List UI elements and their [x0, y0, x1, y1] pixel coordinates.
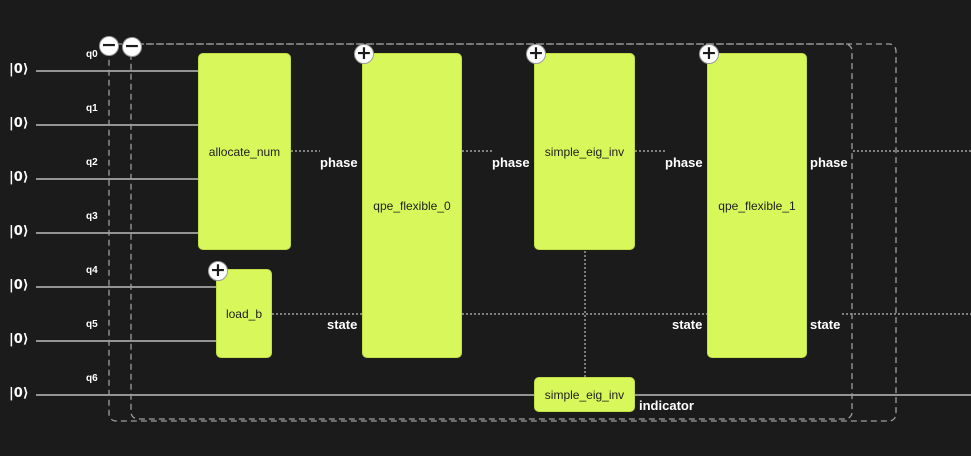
block-label-allocate-num: allocate_num	[208, 144, 281, 159]
inner-group-frame	[130, 43, 853, 420]
qubit-label-q5: q5	[86, 319, 98, 330]
block-qpe-flexible-0[interactable]: qpe_flexible_0	[362, 53, 462, 358]
expand-qpe-flexible-1-button[interactable]: +	[699, 44, 719, 64]
block-allocate-num[interactable]: allocate_num	[198, 53, 291, 250]
port-label-state-2: state	[672, 317, 703, 332]
qubit-label-q4: q4	[86, 265, 98, 276]
block-simple-eig-inv[interactable]: simple_eig_inv	[534, 53, 635, 250]
collapse-inner-button[interactable]: −	[122, 37, 142, 57]
block-label-qpe-flexible-1: qpe_flexible_1	[718, 198, 796, 213]
block-label-simple-eig-inv: simple_eig_inv	[544, 144, 625, 159]
register-wires	[272, 150, 971, 377]
qubit-label-q0: q0	[86, 49, 98, 60]
qubit-wires	[36, 70, 971, 396]
block-qpe-flexible-1[interactable]: qpe_flexible_1	[707, 53, 807, 358]
initial-state-q1: |0⟩	[9, 116, 29, 131]
initial-state-q2: |0⟩	[9, 170, 29, 185]
block-label-qpe-flexible-0: qpe_flexible_0	[373, 198, 451, 213]
port-label-state-1: state	[327, 317, 358, 332]
port-label-state-3: state	[810, 317, 841, 332]
expand-load-b-button[interactable]: +	[208, 261, 228, 281]
initial-state-q0: |0⟩	[9, 62, 29, 77]
block-load-b[interactable]: load_b	[216, 269, 272, 358]
port-label-phase-3: phase	[665, 155, 703, 170]
initial-state-q6: |0⟩	[9, 386, 29, 401]
block-label-simple-eig-inv-indicator: simple_eig_inv	[544, 387, 625, 402]
outer-group-frame	[108, 43, 897, 422]
expand-simple-eig-inv-button[interactable]: +	[526, 44, 546, 64]
initial-state-q5: |0⟩	[9, 332, 29, 347]
block-label-load-b: load_b	[225, 306, 263, 321]
port-label-phase-2: phase	[492, 155, 530, 170]
qubit-label-q6: q6	[86, 373, 98, 384]
port-label-phase-1: phase	[320, 155, 358, 170]
initial-state-q3: |0⟩	[9, 224, 29, 239]
qubit-label-q3: q3	[86, 211, 98, 222]
initial-state-q4: |0⟩	[9, 278, 29, 293]
block-simple-eig-inv-indicator[interactable]: simple_eig_inv	[534, 377, 635, 412]
port-label-indicator: indicator	[639, 398, 694, 413]
group-frames	[108, 43, 897, 422]
expand-qpe-flexible-0-button[interactable]: +	[354, 44, 374, 64]
port-label-phase-4: phase	[810, 155, 848, 170]
qubit-label-q2: q2	[86, 157, 98, 168]
qubit-label-q1: q1	[86, 103, 98, 114]
collapse-outer-button[interactable]: −	[99, 36, 119, 56]
